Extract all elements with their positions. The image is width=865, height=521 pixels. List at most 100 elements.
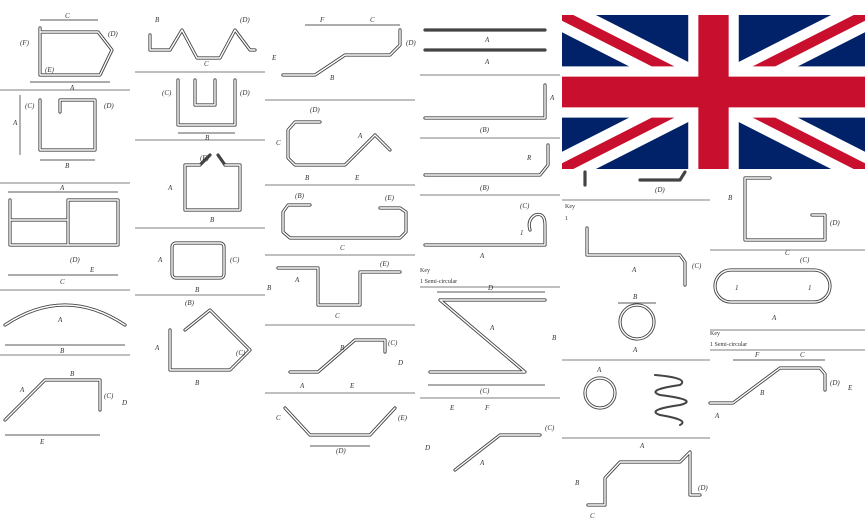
dim-label: C xyxy=(276,139,281,147)
shape-double-loop: A C (D) E xyxy=(8,184,120,286)
dim-label: C xyxy=(590,512,595,520)
dim-label: A xyxy=(57,316,63,324)
shape-rect-link: B A (C) xyxy=(157,241,240,294)
dim-label: B xyxy=(305,174,310,182)
shape-closed-link: A B (C) (D) xyxy=(12,95,114,170)
dim-label: A xyxy=(479,459,485,467)
dim-label: (C) xyxy=(162,89,172,97)
shape-hairpin: B (C) (D) xyxy=(162,78,250,142)
shape-crank: A B E (C) D xyxy=(3,370,127,446)
dim-label: D xyxy=(487,284,493,292)
dim-label: (D) xyxy=(830,379,840,387)
shape-j-hook: A (C) 1 xyxy=(423,202,547,260)
shape-z-channel: A C (E) B xyxy=(267,260,402,320)
shape-v-bend: C (D) B xyxy=(148,16,257,68)
dim-label: (E) xyxy=(398,414,408,422)
dim-label: (D) xyxy=(830,219,840,227)
shape-c-channel: C (B) (E) xyxy=(281,192,408,252)
dim-label: (C) xyxy=(692,262,702,270)
dim-label: B xyxy=(340,344,345,352)
dim-label: (F) xyxy=(20,39,30,47)
dim-label: R xyxy=(526,154,532,162)
dim-label: (D) xyxy=(406,39,416,47)
dim-label: B xyxy=(760,389,765,397)
dim-label: B xyxy=(210,216,215,224)
dim-label: F xyxy=(754,351,760,359)
shape-trough: (D) C (E) xyxy=(276,406,408,455)
shape-z-link: C (D) B xyxy=(728,176,840,257)
dim-label: F xyxy=(319,16,325,24)
shape-hook-crank: (D) B E A C xyxy=(276,106,392,182)
shape-long-l: A (C) xyxy=(585,226,702,287)
dim-label: (D) xyxy=(108,30,118,38)
dim-label: A xyxy=(167,184,173,192)
shape-circle: A xyxy=(583,366,617,410)
dim-label: B xyxy=(728,194,733,202)
dim-label: (C) xyxy=(545,424,555,432)
key-number: 1 xyxy=(520,229,524,237)
dim-label: B xyxy=(195,286,200,294)
dim-label: (E) xyxy=(385,194,395,202)
dim-label: B xyxy=(65,162,70,170)
shape-l-bar: (B) A xyxy=(423,83,555,134)
dim-label: B xyxy=(330,74,335,82)
shape-arc: B A xyxy=(3,303,127,355)
dim-label: (D) xyxy=(104,102,114,110)
shape-straight-bars: A A xyxy=(423,28,547,66)
dim-label: (C) xyxy=(388,339,398,347)
dim-label: (D) xyxy=(336,447,346,455)
dim-label: (B) xyxy=(295,192,305,200)
dim-label: B xyxy=(60,347,65,355)
dim-label: D xyxy=(424,444,430,452)
dim-label: A xyxy=(59,184,65,192)
dim-label: A xyxy=(639,442,645,450)
shape-spring xyxy=(654,374,688,426)
key-semi-circular: 1 Semi-circular xyxy=(710,342,747,348)
dim-label: A xyxy=(294,276,300,284)
key-semi-circular: 1 Semi-circular xyxy=(420,279,457,285)
dim-label: (D) xyxy=(240,16,250,24)
key-number: 1 xyxy=(735,284,739,292)
uk-flag xyxy=(562,15,865,169)
shape-hooked-u: C A (F) (E) (D) xyxy=(20,12,118,92)
dim-label: (D) xyxy=(310,106,320,114)
dim-label: A xyxy=(154,344,160,352)
dim-label: (C) xyxy=(480,387,490,395)
shape-inclined-hook: F C B (D) E A xyxy=(708,351,853,420)
dim-label: A xyxy=(484,58,490,66)
shape-small-hooks: (D) xyxy=(583,170,687,194)
shape-3d-crank: E F (C) D A xyxy=(424,404,555,472)
dim-label: A xyxy=(69,84,75,92)
dim-label: (B) xyxy=(480,126,490,134)
dim-label: (E) xyxy=(200,154,210,162)
dim-label: A xyxy=(549,94,555,102)
dim-label: B xyxy=(552,334,557,342)
dim-label: A xyxy=(19,386,25,394)
dim-label: B xyxy=(195,379,200,387)
dim-label: E xyxy=(349,382,355,390)
shape-helix: B A xyxy=(618,293,656,354)
key-heading: Key xyxy=(710,331,720,337)
dim-label: D xyxy=(121,399,127,407)
dim-label: A xyxy=(157,256,163,264)
dim-label: B xyxy=(70,370,75,378)
dim-label: C xyxy=(60,278,65,286)
dim-label: A xyxy=(632,346,638,354)
dim-label: C xyxy=(340,244,345,252)
dim-label: (C) xyxy=(230,256,240,264)
dim-label: C xyxy=(204,60,209,68)
shape-skew-box: B A (B) (C) xyxy=(154,299,252,387)
dim-label: E xyxy=(89,266,95,274)
dim-label: (C) xyxy=(520,202,530,210)
dim-label: C xyxy=(276,414,281,422)
dim-label: E xyxy=(354,174,360,182)
dim-label: (D) xyxy=(698,484,708,492)
dim-label: B xyxy=(205,134,210,142)
dim-label: (D) xyxy=(655,186,665,194)
dim-label: A xyxy=(771,314,777,322)
key-heading: Key xyxy=(420,268,430,274)
dim-label: A xyxy=(714,412,720,420)
dim-label: A xyxy=(479,252,485,260)
dim-label: A xyxy=(12,119,18,127)
